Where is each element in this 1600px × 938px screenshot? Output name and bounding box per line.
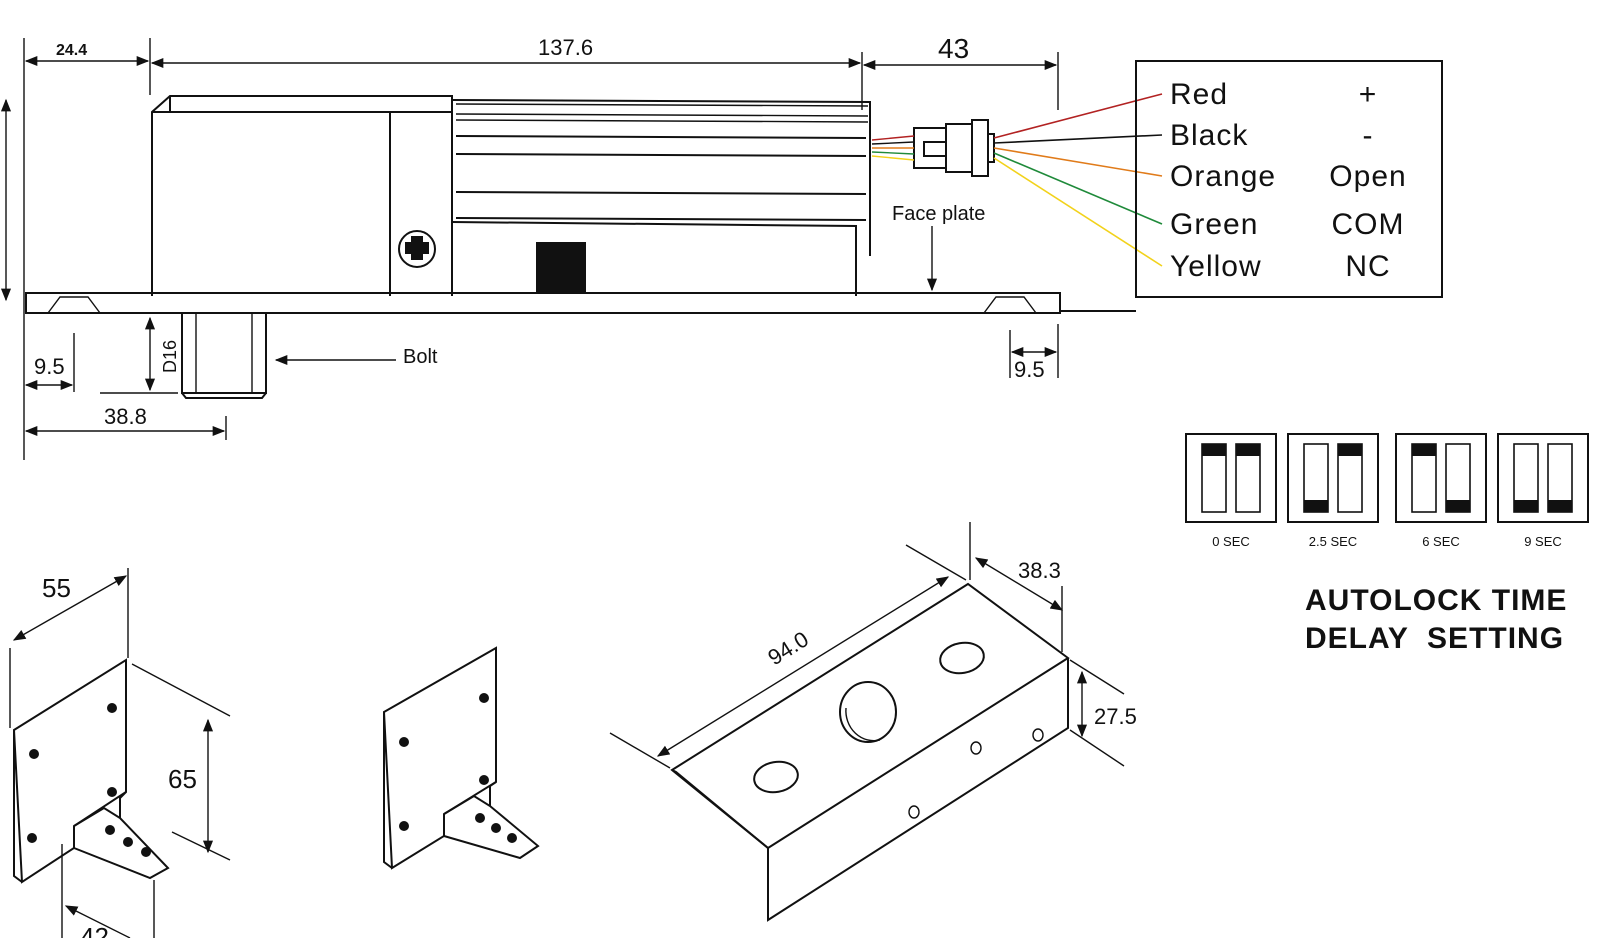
wire-color-name: Green [1170,208,1258,241]
wire-line [993,157,1163,267]
dim-42: 42 [80,922,109,938]
wire-color-name: Red [1170,78,1228,111]
bolt-label: Bolt [403,346,438,368]
angle-bracket: 94.0 38.3 27.5 [609,522,1137,922]
dim-38-8: 38.8 [104,404,147,429]
dim-65: 65 [168,764,197,794]
short-wire-line [871,151,915,155]
dip-switch-knob [1236,444,1260,456]
delay-title-line2: DELAY SETTING [1305,622,1564,655]
wire-color-name: Yellow [1170,250,1262,283]
dip-switch: 9 SEC [1497,433,1589,549]
dim-27-5: 27.5 [1094,704,1137,729]
dip-switch-knob [1202,444,1226,456]
screw-icon [398,230,436,268]
dip-switch-label: 6 SEC [1422,534,1460,549]
dim-94-0: 94.0 [763,626,813,670]
wire-line [993,93,1163,139]
short-wire-line [871,135,915,141]
dim-55: 55 [42,573,71,603]
dim-43: 43 [938,33,969,64]
wire-color-name: Black [1170,119,1248,152]
short-wire-line [871,141,915,145]
wire-function: + [1359,78,1378,111]
dip-switch-knob [1548,500,1572,512]
dip-switch: 2.5 SEC [1287,433,1379,549]
dim-9-5-right: 9.5 [1014,357,1045,382]
dim-38-3: 38.3 [1018,558,1061,583]
short-wire-line [871,155,915,161]
wire-function: COM [1332,208,1405,241]
wire-color-name: Orange [1170,160,1276,193]
dim-d16: D16 [160,340,180,373]
bolt [181,312,267,399]
dip-switch-label: 9 SEC [1524,534,1562,549]
wire-function: - [1363,119,1374,152]
dip-switch-knob [1412,444,1436,456]
dip-switch: 6 SEC [1395,433,1487,549]
wire-line [993,134,1163,144]
dip-switch-knob [1304,500,1328,512]
dim-24-4: 24.4 [56,42,87,59]
dip-switch-label: 0 SEC [1212,534,1250,549]
dim-137-6: 137.6 [538,35,593,60]
l-bracket-plain [382,646,540,870]
l-bracket-dimensioned: 55 65 42 [9,568,231,938]
wire-line [993,147,1163,177]
wire-function: Open [1329,160,1406,193]
face-plate-label: Face plate [892,203,985,225]
wire-function: NC [1345,250,1390,283]
delay-title-line1: AUTOLOCK TIME [1305,584,1567,617]
long-wires [993,93,1163,267]
dim-9-5-left: 9.5 [34,354,65,379]
dip-switch-knob [1514,500,1538,512]
wire-connector [913,119,995,177]
wire-line [993,152,1163,225]
dip-switch: 0 SEC [1185,433,1277,549]
autolock-delay-setting: 0 SEC 2.5 SEC 6 SEC 9 SEC AUTOLOCK TIME DEL… [1185,433,1589,655]
short-wires [871,135,915,161]
dip-switch-knob [1446,500,1470,512]
dip-switch-label: 2.5 SEC [1309,534,1357,549]
dip-switch-knob [1338,444,1362,456]
lock-side-view: 24.4 137.6 43 Face plate [0,33,1163,460]
